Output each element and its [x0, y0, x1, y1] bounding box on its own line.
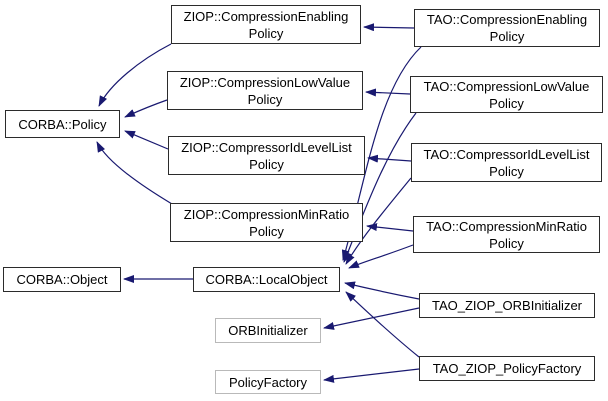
- edge-tao-ziop-policyfactory-to-policyfactory: [323, 368, 420, 383]
- class-node-corba-policy[interactable]: CORBA::Policy: [5, 110, 120, 138]
- node-label-line2: Policy: [489, 163, 524, 179]
- edge-tao-lowvalue-to-ziop-lowvalue: [365, 88, 411, 97]
- node-label: TAO::CompressionEnabling: [426, 12, 588, 27]
- class-node-ziop-compression-min-ratio-policy[interactable]: ZIOP::CompressionMinRatio Policy: [170, 203, 363, 242]
- class-node-tao-ziop-orb-initializer[interactable]: TAO_ZIOP_ORBInitializer: [419, 293, 595, 318]
- class-node-orb-initializer[interactable]: ORBInitializer: [215, 318, 321, 343]
- edge-tao-ziop-policyfactory-to-localobject: [345, 291, 420, 358]
- class-node-tao-compression-enabling-policy[interactable]: TAO::CompressionEnabling Policy: [414, 9, 600, 47]
- edge-tao-idlevellist-to-ziop-idlevellist: [367, 154, 412, 163]
- node-label: CORBA::Object: [16, 272, 108, 287]
- class-node-policy-factory[interactable]: PolicyFactory: [215, 370, 321, 394]
- class-node-tao-compression-min-ratio-policy[interactable]: TAO::CompressionMinRatio Policy: [413, 216, 600, 253]
- edge-ziop-enabling-to-corba-policy: [98, 43, 172, 107]
- class-node-ziop-compression-low-value-policy[interactable]: ZIOP::CompressionLowValue Policy: [167, 71, 363, 110]
- edge-tao-ziop-orbinitializer-to-orbinitializer: [323, 307, 420, 330]
- node-label: TAO_ZIOP_ORBInitializer: [431, 298, 583, 313]
- edge-tao-ziop-orbinitializer-to-localobject: [344, 281, 420, 300]
- class-node-corba-object[interactable]: CORBA::Object: [3, 267, 121, 292]
- node-label-line2: Policy: [249, 223, 284, 239]
- node-label-line2: Policy: [489, 235, 524, 251]
- node-label: ORBInitializer: [228, 323, 308, 338]
- edge-tao-lowvalue-to-localobject: [343, 112, 417, 263]
- node-label: TAO_ZIOP_PolicyFactory: [432, 361, 582, 376]
- edge-tao-minratio-to-ziop-minratio: [366, 223, 414, 232]
- node-label-line2: Policy: [247, 91, 283, 107]
- edge-ziop-minratio-to-corba-policy: [96, 141, 173, 205]
- edge-tao-idlevellist-to-localobject: [345, 177, 412, 265]
- edge-ziop-lowvalue-to-corba-policy: [124, 99, 168, 118]
- class-node-tao-compression-low-value-policy[interactable]: TAO::CompressionLowValue Policy: [410, 76, 603, 113]
- node-label-line2: Policy: [249, 156, 284, 172]
- node-label-line2: Policy: [248, 25, 284, 41]
- node-label-line2: Policy: [489, 29, 525, 44]
- node-label: TAO::CompressionMinRatio: [426, 218, 587, 234]
- class-node-corba-local-object[interactable]: CORBA::LocalObject: [193, 267, 340, 292]
- edge-tao-minratio-to-localobject: [348, 244, 414, 269]
- node-label: PolicyFactory: [228, 374, 308, 390]
- class-node-ziop-compressor-id-level-list-policy[interactable]: ZIOP::CompressorIdLevelList Policy: [168, 136, 365, 175]
- node-label: TAO::CompressionLowValue: [423, 78, 590, 94]
- node-label: ZIOP::CompressionEnabling: [183, 8, 349, 24]
- class-node-tao-ziop-policy-factory[interactable]: TAO_ZIOP_PolicyFactory: [419, 356, 595, 381]
- node-label: ZIOP::CompressorIdLevelList: [181, 139, 352, 155]
- node-label: TAO::CompressorIdLevelList: [423, 146, 590, 162]
- edge-ziop-idlevellist-to-corba-policy: [124, 130, 169, 150]
- node-label: ZIOP::CompressionLowValue: [179, 74, 351, 90]
- node-label: ZIOP::CompressionMinRatio: [183, 206, 350, 222]
- node-label: CORBA::Policy: [18, 116, 107, 132]
- edge-tao-enabling-to-ziop-enabling: [363, 23, 415, 32]
- node-label-line2: Policy: [489, 95, 524, 111]
- class-node-tao-compressor-id-level-list-policy[interactable]: TAO::CompressorIdLevelList Policy: [411, 143, 602, 182]
- node-label: CORBA::LocalObject: [205, 272, 328, 287]
- class-node-ziop-compression-enabling-policy[interactable]: ZIOP::CompressionEnabling Policy: [171, 5, 361, 44]
